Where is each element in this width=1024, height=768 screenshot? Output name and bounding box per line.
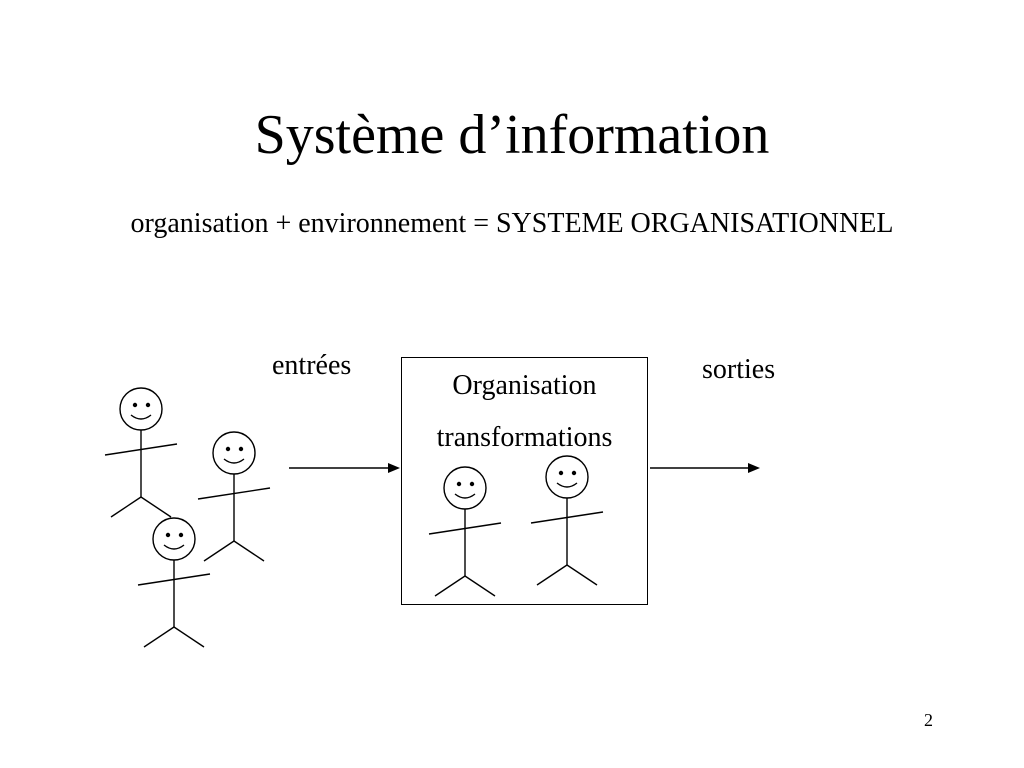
- input-arrow: [289, 463, 400, 473]
- person-figure-outside-1: [104, 387, 178, 518]
- page-number: 2: [924, 710, 933, 730]
- output-arrow: [650, 463, 760, 473]
- organisation-label: Organisation: [452, 370, 597, 401]
- transformations-label: transformations: [436, 422, 613, 453]
- person-figure-inside-1: [428, 466, 502, 597]
- inputs-label: entrées: [272, 350, 352, 381]
- outputs-label: sorties: [702, 354, 776, 385]
- organisation-box: [401, 357, 648, 605]
- slide-subtitle: organisation + environnement = SYSTEME O…: [130, 208, 894, 239]
- person-figure-inside-2: [530, 455, 604, 586]
- person-figure-outside-2: [197, 431, 271, 562]
- person-figure-outside-3: [137, 517, 211, 648]
- slide-title: Système d’information: [254, 104, 770, 166]
